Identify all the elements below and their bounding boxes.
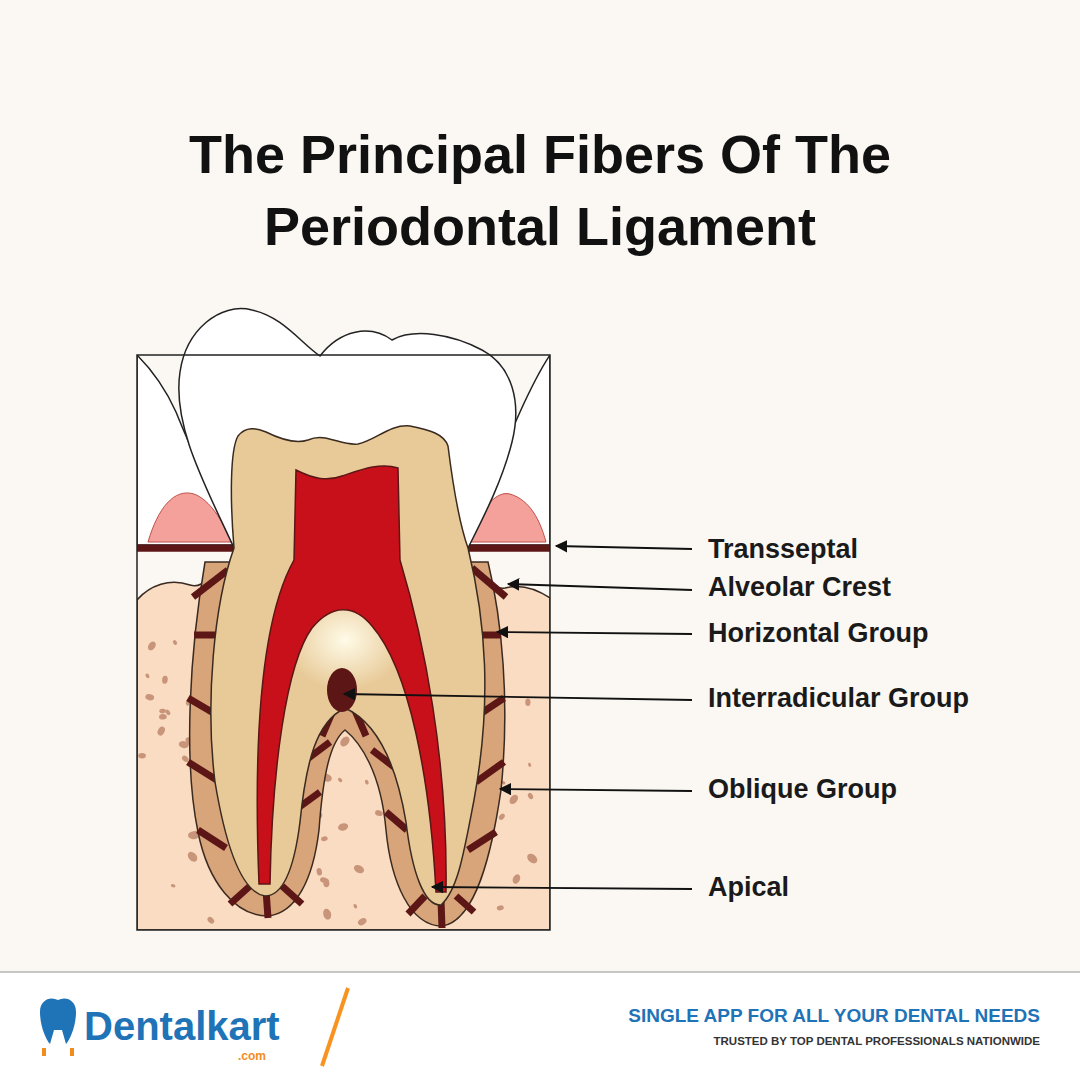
footer-rule — [0, 971, 1080, 973]
fiber-label: Horizontal Group — [708, 616, 928, 650]
fiber-label: Apical — [708, 870, 789, 904]
bone-speckle — [316, 867, 323, 875]
bone-speckle — [527, 792, 534, 800]
bone-speckle — [172, 639, 178, 645]
bone-speckle — [353, 903, 358, 909]
fiber-label: Transseptal — [708, 532, 858, 566]
bone-speckle — [145, 673, 151, 679]
bone-speckle — [337, 777, 343, 783]
tagline: SINGLE APP FOR ALL YOUR DENTAL NEEDS — [500, 1004, 1040, 1028]
bone-speckle — [364, 779, 369, 785]
bone-speckle — [321, 836, 329, 842]
bone-speckle — [508, 793, 520, 806]
bone-speckle — [525, 698, 530, 706]
bone-speckle — [146, 640, 157, 652]
fiber-label: Oblique Group — [708, 772, 897, 806]
interradicular-fibers — [327, 668, 357, 712]
title: The Principal Fibers Of The Periodontal … — [60, 118, 1020, 262]
bone-speckle — [178, 740, 189, 749]
bone-speckle — [322, 908, 332, 921]
bone-speckle — [498, 813, 506, 821]
bone-speckle — [186, 850, 199, 864]
bone-speckle — [159, 714, 167, 720]
bone-speckle — [357, 917, 368, 927]
bone-speckle — [337, 822, 349, 832]
dentin — [211, 426, 485, 905]
bone-speckle — [374, 809, 383, 817]
fiber-label: Interradicular Group — [708, 681, 969, 715]
brand-logo: Dentalkart — [84, 1003, 280, 1049]
fiber-label: Alveolar Crest — [708, 570, 891, 604]
bone-speckle — [156, 725, 166, 736]
footer-band — [0, 972, 1080, 1080]
leader-arrows — [344, 546, 692, 889]
tagline-sub: TRUSTED BY TOP DENTAL PROFESSIONALS NATI… — [500, 1033, 1040, 1049]
bone-speckle — [171, 884, 176, 888]
bone-speckle — [511, 873, 522, 885]
bone-speckle — [338, 735, 351, 748]
bone-speckle — [527, 762, 531, 767]
pulp — [257, 466, 446, 892]
bone-speckle — [496, 905, 504, 911]
brand-suffix: .com — [238, 1049, 266, 1063]
frame — [137, 355, 550, 930]
bone-speckle — [138, 753, 146, 758]
bone-speckle — [145, 693, 155, 701]
bone-speckle — [319, 877, 328, 884]
bone-speckle — [206, 916, 215, 925]
bone-speckle — [162, 675, 168, 684]
logo-icon — [40, 999, 76, 1057]
bone-speckle — [525, 852, 539, 866]
accent-slash — [322, 988, 348, 1066]
bone-speckle — [159, 708, 166, 713]
bone-speckle — [353, 863, 366, 874]
